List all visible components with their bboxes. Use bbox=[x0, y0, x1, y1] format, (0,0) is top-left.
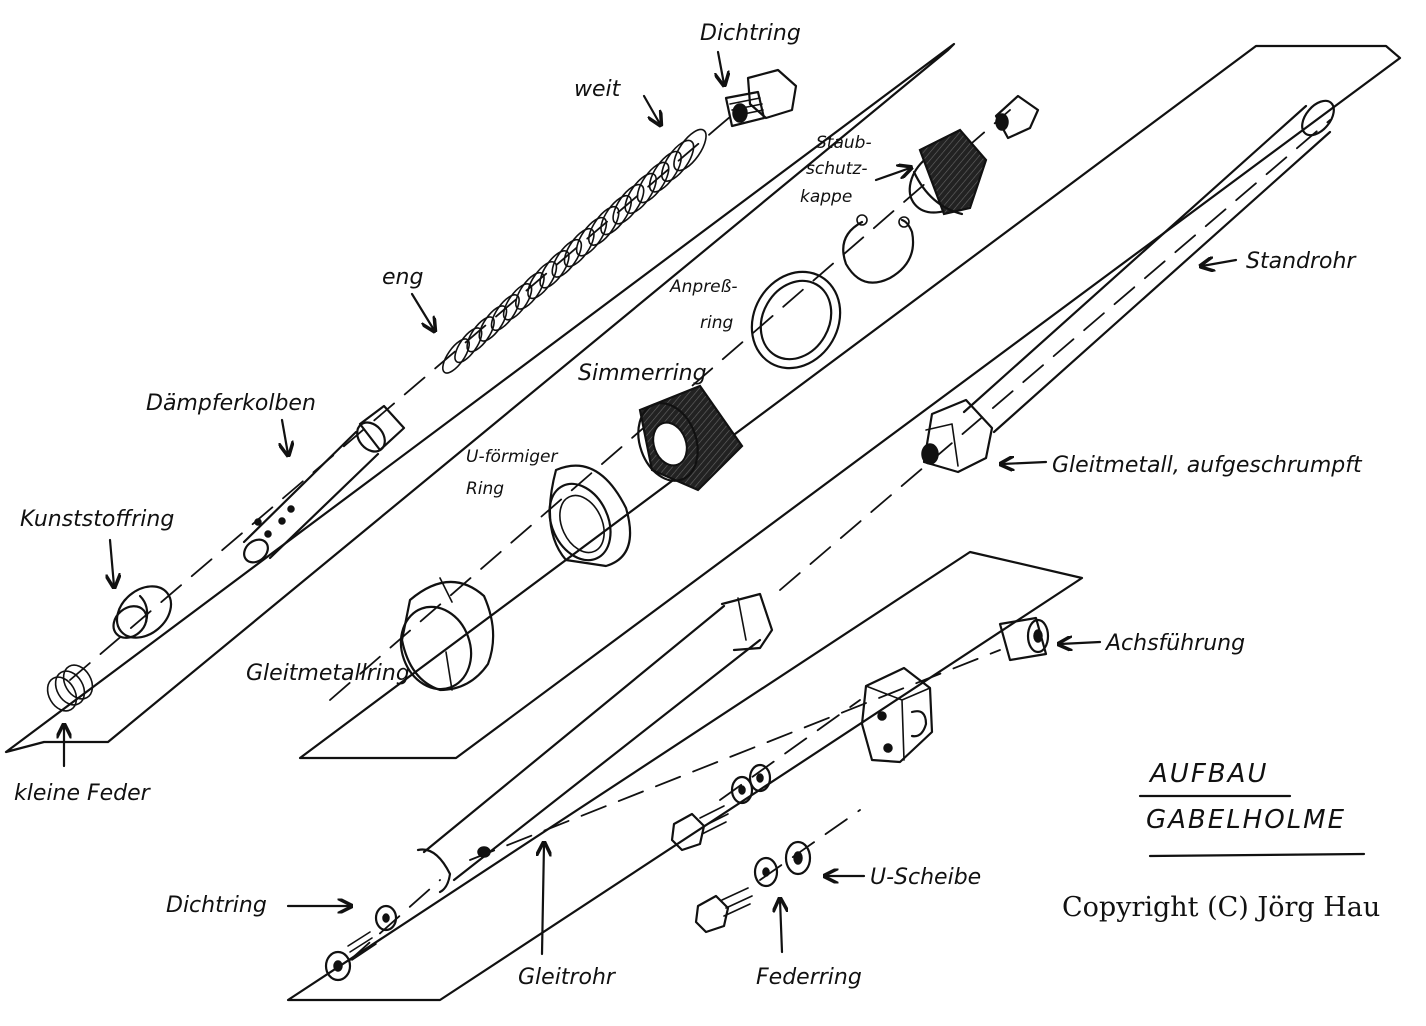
plane-seal-assembly bbox=[300, 46, 1400, 758]
achsfuehrung-part bbox=[1000, 618, 1048, 660]
main-spring bbox=[438, 125, 712, 377]
arrow-staubschutzkappe bbox=[876, 168, 910, 180]
axis-line-upper bbox=[70, 110, 738, 680]
arrow-gleitmetall bbox=[1002, 462, 1046, 464]
axis-line-standrohr bbox=[780, 120, 1330, 590]
label-u-ring-2: Ring bbox=[466, 479, 504, 499]
screw-set-lower bbox=[696, 842, 810, 932]
label-kleine-feder: kleine Feder bbox=[14, 781, 152, 806]
label-u-scheibe: U-Scheibe bbox=[870, 865, 981, 890]
arrow-achsfuehrung bbox=[1060, 642, 1100, 644]
title-underline-2 bbox=[1150, 854, 1364, 856]
label-standrohr: Standrohr bbox=[1246, 249, 1357, 274]
spring-coil bbox=[595, 191, 636, 239]
kleine-feder-part bbox=[42, 660, 99, 716]
spring-coil bbox=[668, 125, 712, 176]
label-gleitrohr: Gleitrohr bbox=[518, 965, 617, 990]
arrow-weit bbox=[644, 96, 660, 124]
spring-coil bbox=[620, 169, 662, 218]
label-weit: weit bbox=[574, 77, 622, 102]
axis-line-bolt-1 bbox=[720, 700, 860, 800]
label-federring: Federring bbox=[756, 965, 862, 990]
spring-coil bbox=[607, 180, 649, 228]
label-simmerring: Simmerring bbox=[578, 361, 707, 386]
sprengring-eye-1 bbox=[857, 215, 867, 225]
arrow-standrohr bbox=[1202, 260, 1236, 266]
axis-line-achse bbox=[470, 650, 1000, 860]
kunststoffring-part bbox=[107, 576, 181, 648]
axis-line-bolt-2 bbox=[760, 810, 860, 880]
spring-coil bbox=[656, 136, 700, 186]
label-daempferkolben: Dämpferkolben bbox=[146, 391, 316, 416]
label-staubschutzkappe-1: Staub- bbox=[816, 133, 872, 153]
gleitmetallring-part bbox=[390, 578, 493, 699]
arrow-eng bbox=[412, 294, 434, 330]
spring-coil bbox=[583, 202, 624, 250]
label-anpressring-1: Anpreß- bbox=[669, 277, 738, 297]
label-achsfuehrung: Achsführung bbox=[1104, 631, 1245, 656]
dichtring-top-part bbox=[726, 70, 796, 126]
simmerring-part bbox=[628, 386, 742, 490]
sprengring-part bbox=[843, 220, 913, 283]
klemmblock-part bbox=[862, 668, 932, 762]
staubschutzkappe-part bbox=[897, 96, 1038, 226]
label-gleitmetall: Gleitmetall, aufgeschrumpft bbox=[1052, 453, 1363, 478]
label-kunststoffring: Kunststoffring bbox=[20, 507, 174, 532]
label-gleitmetallring: Gleitmetallring bbox=[246, 661, 410, 686]
daempferkolben-part bbox=[240, 406, 404, 567]
label-dichtring-top: Dichtring bbox=[700, 21, 801, 46]
label-staubschutzkappe-2: schutz- bbox=[806, 159, 867, 179]
spring-coil bbox=[644, 147, 687, 197]
anpressring-part bbox=[735, 256, 858, 385]
title-line-1: AUFBAU bbox=[1148, 759, 1268, 789]
label-eng: eng bbox=[382, 265, 423, 290]
arrow-kunststoffring bbox=[110, 540, 114, 586]
label-dichtring-bottom: Dichtring bbox=[166, 893, 267, 918]
u-foermiger-ring-part bbox=[538, 466, 630, 570]
label-anpressring-2: ring bbox=[700, 313, 733, 333]
title-line-2: GABELHOLME bbox=[1146, 805, 1346, 835]
copyright-notice: Copyright (C) Jörg Hau bbox=[1062, 892, 1380, 923]
gleitrohr-part bbox=[418, 594, 772, 892]
label-staubschutzkappe-3: kappe bbox=[800, 187, 852, 207]
screw-set-upper bbox=[672, 765, 770, 850]
arrow-daempferkolben bbox=[282, 420, 288, 454]
sprengring-eye-2 bbox=[899, 217, 909, 227]
arrow-gleitrohr bbox=[542, 844, 544, 954]
arrow-dichtring-top bbox=[718, 52, 724, 84]
standrohr-part bbox=[922, 95, 1340, 472]
label-u-ring-1: U-förmiger bbox=[466, 447, 558, 467]
plane-spring-assembly bbox=[6, 44, 954, 752]
screw-set-bottom bbox=[326, 906, 396, 980]
spring-coil bbox=[632, 158, 675, 207]
arrow-federring bbox=[780, 900, 782, 952]
plane-lower-assembly bbox=[288, 552, 1082, 1000]
